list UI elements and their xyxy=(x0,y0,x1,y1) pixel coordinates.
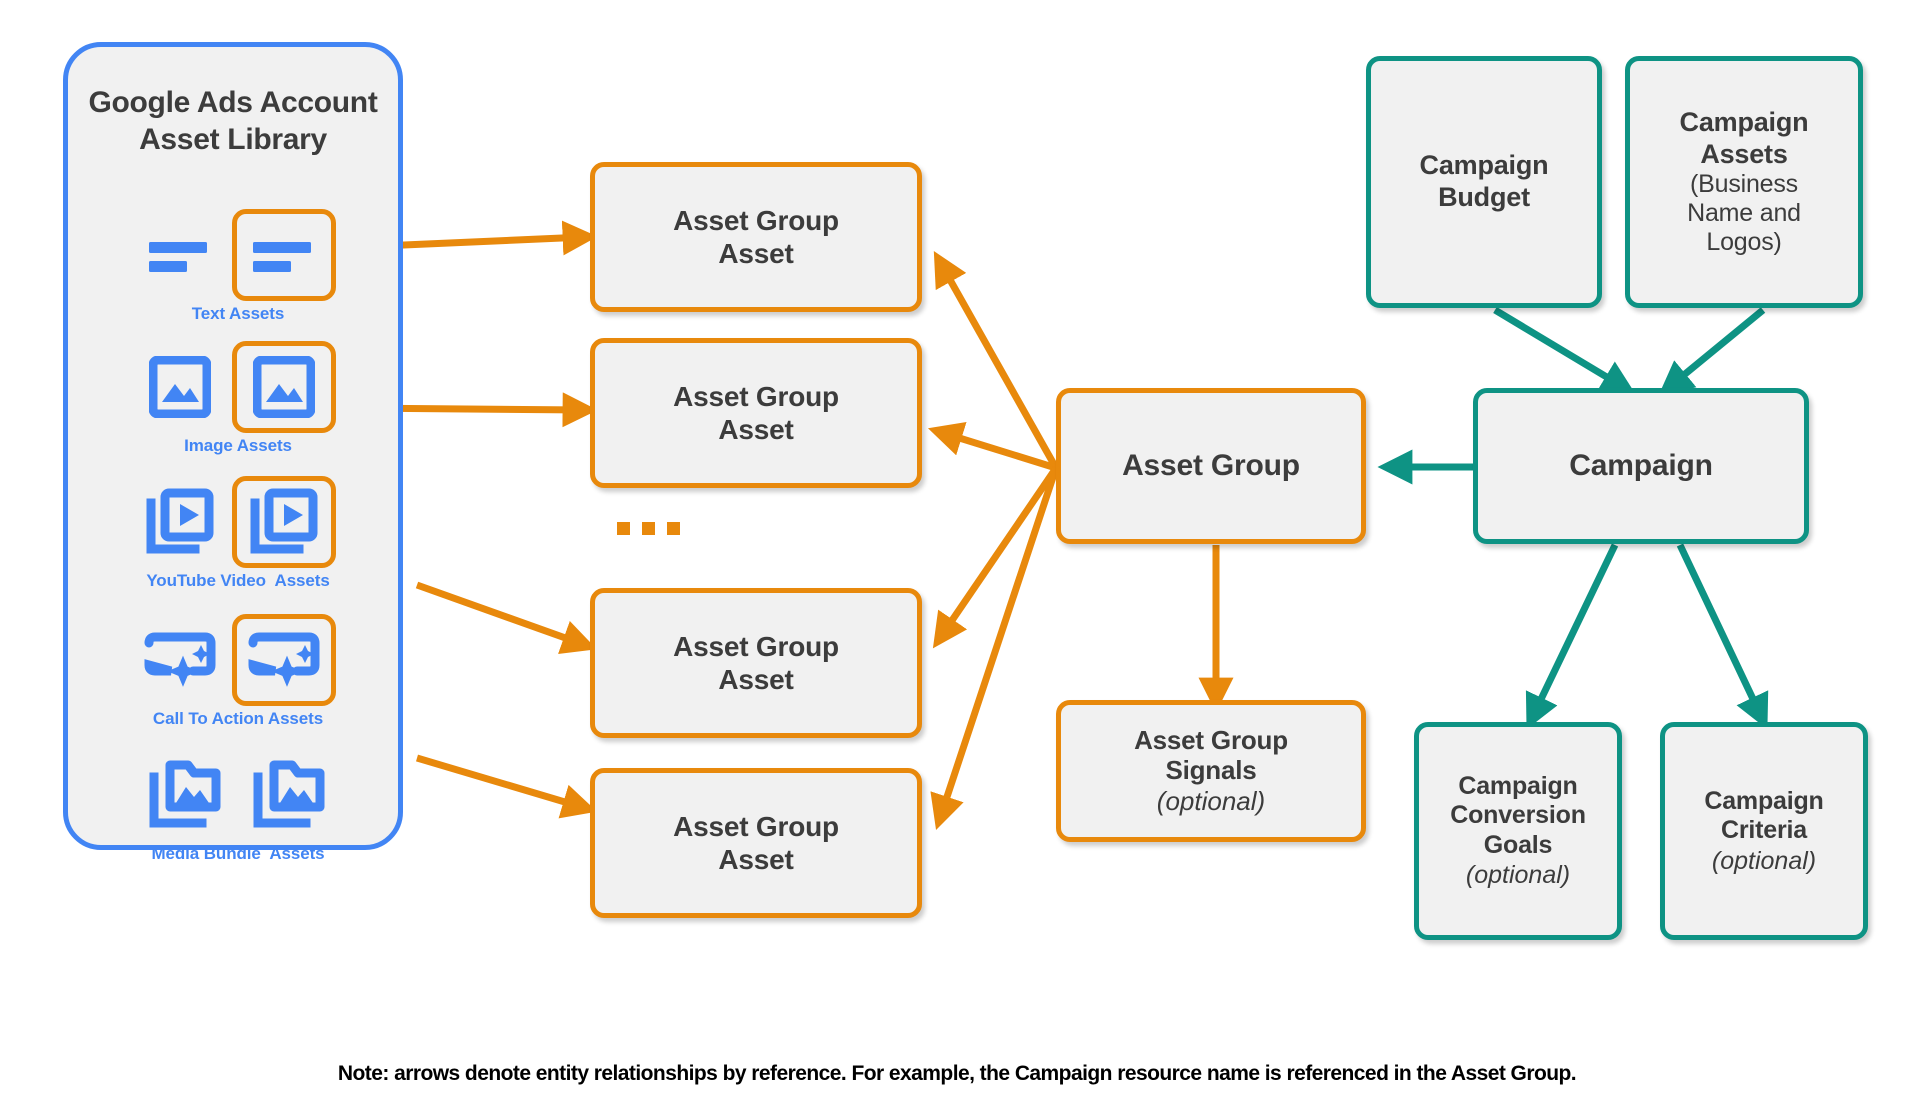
ellipsis-dot-3 xyxy=(667,522,680,535)
campaign-criteria-optional: (optional) xyxy=(1711,846,1817,875)
asset-row-cta[interactable]: Call To Action Assets xyxy=(68,614,408,729)
campaign-conversion-goals-line1: Campaign xyxy=(1458,771,1578,800)
campaign-budget-box[interactable]: Campaign Budget xyxy=(1366,56,1602,308)
campaign-assets-line2: Assets xyxy=(1700,138,1788,169)
asset-row-text-icons xyxy=(118,209,358,301)
asset-library-title-line2: Asset Library xyxy=(139,122,327,156)
call-to-action-asset-icon-selected[interactable] xyxy=(232,614,336,706)
asset-library-panel: Google Ads Account Asset Library xyxy=(63,42,403,863)
asset-row-text[interactable]: Text Assets xyxy=(68,209,408,324)
edge-assetgroup-to-agasset1 xyxy=(933,251,1060,470)
campaign-assets-sub1: (Business xyxy=(1690,170,1798,199)
asset-library-title-line1: Google Ads Account xyxy=(88,86,378,119)
asset-group-asset-3-line1: Asset Group xyxy=(673,630,839,662)
asset-group-asset-2-line2: Asset xyxy=(718,414,794,445)
asset-row-media-bundle-label: Media Bundle Assets xyxy=(151,844,325,863)
edge-assetgroup-to-agasset2 xyxy=(927,421,1058,472)
campaign-assets-sub2: Name and xyxy=(1687,199,1801,228)
asset-row-media-bundle[interactable]: Media Bundle Assets xyxy=(68,752,408,864)
asset-row-image[interactable]: Image Assets xyxy=(68,341,408,456)
edge-cta-to-agasset4 xyxy=(416,754,598,819)
asset-group-box[interactable]: Asset Group xyxy=(1056,388,1366,544)
campaign-criteria-line1: Campaign xyxy=(1704,786,1824,815)
campaign-assets-line1: Campaign xyxy=(1679,106,1809,137)
video-asset-icon-selected[interactable] xyxy=(232,476,336,568)
media-bundle-asset-icon xyxy=(146,755,226,835)
ellipsis-dot-2 xyxy=(642,522,655,535)
campaign-assets-sub3: Logos) xyxy=(1706,228,1782,257)
text-asset-icon xyxy=(140,215,220,295)
asset-row-video-icons xyxy=(118,476,358,568)
asset-group-asset-box-1[interactable]: Asset Group Asset xyxy=(590,162,922,312)
campaign-conversion-goals-box[interactable]: Campaign Conversion Goals (optional) xyxy=(1414,722,1622,940)
media-bundle-asset-icon-2 xyxy=(250,755,330,835)
asset-group-asset-1-line1: Asset Group xyxy=(673,204,839,236)
campaign-criteria-line2: Criteria xyxy=(1721,816,1807,844)
image-asset-icon xyxy=(140,347,220,427)
ellipsis-dot-1 xyxy=(617,522,630,535)
edge-campaignassets-to-campaign xyxy=(1658,307,1766,396)
asset-group-asset-4-line2: Asset xyxy=(718,844,794,875)
asset-row-cta-label: Call To Action Assets xyxy=(152,709,324,728)
asset-group-signals-box[interactable]: Asset Group Signals (optional) xyxy=(1056,700,1366,842)
edge-assetgroup-to-agasset3 xyxy=(932,466,1059,649)
asset-row-image-icons xyxy=(118,341,358,433)
asset-group-asset-2-line1: Asset Group xyxy=(673,380,839,412)
campaign-assets-box[interactable]: Campaign Assets (Business Name and Logos… xyxy=(1625,56,1863,308)
image-asset-icon-selected[interactable] xyxy=(232,341,336,433)
footnote-text: Note: arrows denote entity relationships… xyxy=(337,1062,1577,1085)
edge-assetgroup-to-agasset4 xyxy=(930,466,1060,830)
campaign-conversion-goals-line2: Conversion xyxy=(1450,801,1586,830)
asset-library-title: Google Ads Account Asset Library xyxy=(68,85,398,158)
asset-group-asset-box-3[interactable]: Asset Group Asset xyxy=(590,588,922,738)
asset-group-asset-1-line2: Asset xyxy=(718,238,794,269)
asset-row-video-label: YouTube Video Assets xyxy=(146,571,330,590)
asset-group-asset-box-4[interactable]: Asset Group Asset xyxy=(590,768,922,918)
edge-campaign-to-criteria xyxy=(1676,543,1769,730)
campaign-budget-line2: Budget xyxy=(1438,182,1530,212)
ellipsis-indicator xyxy=(617,522,680,535)
asset-group-asset-3-line2: Asset xyxy=(718,664,794,695)
campaign-conversion-goals-line3: Goals xyxy=(1483,830,1553,859)
text-asset-icon-selected[interactable] xyxy=(232,209,336,301)
edge-video-to-agasset3 xyxy=(415,581,597,654)
campaign-criteria-box[interactable]: Campaign Criteria (optional) xyxy=(1660,722,1868,940)
campaign-box[interactable]: Campaign xyxy=(1473,388,1809,544)
asset-row-image-label: Image Assets xyxy=(184,436,292,455)
asset-group-asset-4-line1: Asset Group xyxy=(673,810,839,842)
asset-group-signals-optional: (optional) xyxy=(1156,786,1266,817)
asset-row-cta-icons xyxy=(118,614,358,706)
video-asset-icon xyxy=(140,482,220,562)
campaign-label: Campaign xyxy=(1569,449,1713,483)
call-to-action-asset-icon xyxy=(140,620,220,700)
asset-group-signals-line2: Signals xyxy=(1165,755,1257,786)
edge-budget-to-campaign xyxy=(1493,306,1636,395)
edge-campaign-to-conversiongoals xyxy=(1525,543,1619,730)
campaign-conversion-goals-optional: (optional) xyxy=(1465,861,1571,890)
asset-row-text-label: Text Assets xyxy=(191,304,285,323)
campaign-budget-line1: Campaign xyxy=(1419,150,1549,181)
asset-row-video[interactable]: YouTube Video Assets xyxy=(68,476,408,591)
asset-group-label: Asset Group xyxy=(1122,449,1300,483)
asset-row-media-bundle-icons xyxy=(118,752,358,838)
asset-group-asset-box-2[interactable]: Asset Group Asset xyxy=(590,338,922,488)
asset-group-signals-line1: Asset Group xyxy=(1134,724,1288,755)
